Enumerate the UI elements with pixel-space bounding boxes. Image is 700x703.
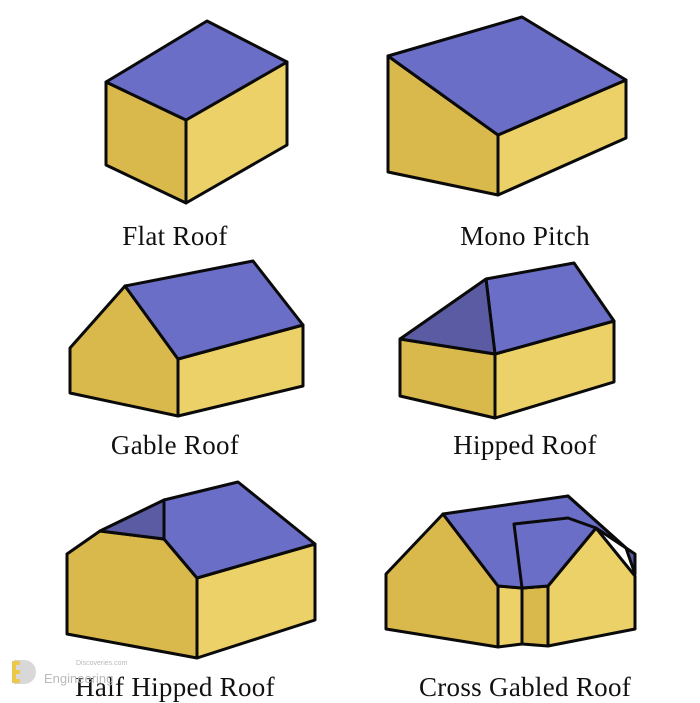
hipped-roof-icon <box>398 261 616 420</box>
label-mono-pitch: Mono Pitch <box>460 221 590 251</box>
label-flat-roof: Flat Roof <box>122 221 228 251</box>
roof-item-gable: Gable Roof <box>0 233 350 466</box>
roof-item-flat: Flat Roof <box>0 0 350 251</box>
watermark-line1: Discoveries.com <box>76 660 128 667</box>
flat-roof-icon <box>104 19 289 205</box>
label-gable-roof: Gable Roof <box>110 430 240 460</box>
mono-pitch-icon <box>386 15 628 197</box>
label-cross-gabled-roof: Cross Gabled Roof <box>418 672 632 702</box>
engineering-discoveries-logo-icon <box>12 660 36 684</box>
half-hipped-roof-icon <box>65 480 317 660</box>
watermark-line2: Engineering <box>44 671 114 686</box>
cross-gabled-roof-icon <box>384 494 637 649</box>
label-half-hipped-roof: Half Hipped Roof <box>75 672 275 702</box>
gable-roof-icon <box>68 259 305 418</box>
roof-item-mono-pitch: Mono Pitch <box>350 0 700 251</box>
roof-item-hipped: Hipped Roof <box>350 233 700 466</box>
label-hipped-roof: Hipped Roof <box>453 430 597 460</box>
roof-item-half-hipped: Half Hipped Roof <box>0 466 350 702</box>
roof-item-cross-gabled: Cross Gabled Roof <box>350 466 700 702</box>
